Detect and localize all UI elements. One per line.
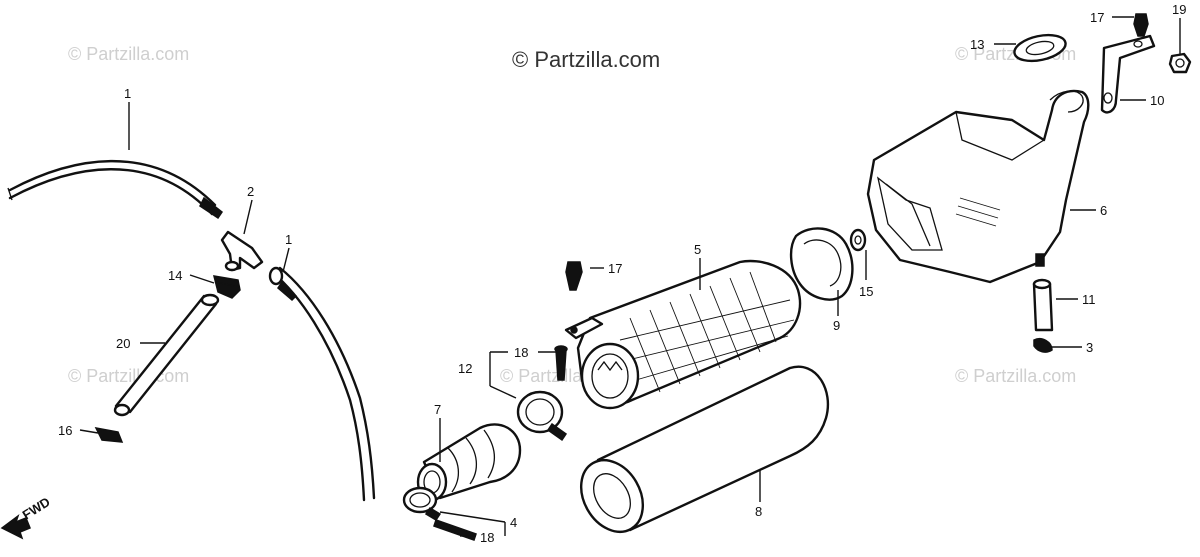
part-intake-boot [416,423,522,502]
part-washer-15 [849,228,867,252]
part-bolt-17-middle [565,261,583,291]
callout-18: 18 [480,530,494,545]
part-clip-3 [1033,338,1053,353]
callout-11: 11 [1082,292,1096,307]
part-screw-18-upper [554,345,568,381]
callout-17: 17 [1090,10,1104,25]
part-screw-18-lower [433,519,477,541]
callout-labels: 1 1 2 3 4 5 6 7 8 9 10 11 12 13 14 15 16… [58,2,1186,545]
callout-19: 19 [1172,2,1186,17]
callout-5: 5 [694,242,701,257]
callout-2: 2 [247,184,254,199]
part-clip-16 [94,426,124,443]
callout-1: 1 [285,232,292,247]
part-hose-band-12 [516,390,568,442]
callout-18: 18 [514,345,528,360]
part-bolt-17-top [1133,13,1149,37]
callout-12: 12 [458,361,472,376]
part-drain-tube-right [1032,278,1054,332]
watermark-faint: © Partzilla.com [68,44,189,64]
part-seal-13 [1013,33,1067,63]
callout-4: 4 [510,515,517,530]
part-air-cleaner-element [564,259,802,410]
part-hose-band-4 [402,486,442,522]
callout-13: 13 [970,37,984,52]
callout-14: 14 [168,268,182,283]
callout-16: 16 [58,423,72,438]
part-cover-plate [789,227,854,301]
callout-10: 10 [1150,93,1164,108]
part-nut-19 [1168,52,1192,74]
callout-17: 17 [608,261,622,276]
callout-1: 1 [124,86,131,101]
callout-20: 20 [116,336,130,351]
watermark-faint: © Partzilla.com [955,366,1076,386]
part-air-cleaner-case [866,89,1090,284]
callout-7: 7 [434,402,441,417]
fwd-indicator: FWD [0,494,53,540]
part-drain-tube [113,293,220,417]
callout-9: 9 [833,318,840,333]
part-foam-sleeve [579,365,830,533]
callout-15: 15 [859,284,873,299]
callout-8: 8 [755,504,762,519]
part-stay-bracket [1100,34,1156,114]
fwd-label: FWD [20,494,53,522]
part-clip-14 [212,275,241,299]
part-tee-joint [220,230,264,272]
callout-3: 3 [1086,340,1093,355]
part-breather-tube-left [7,159,224,220]
part-breather-tube-long [268,266,376,502]
watermark-faint: © Partzilla.com [68,366,189,386]
watermark-main: © Partzilla.com [512,47,660,72]
leader-lines [79,16,1181,537]
callout-6: 6 [1100,203,1107,218]
